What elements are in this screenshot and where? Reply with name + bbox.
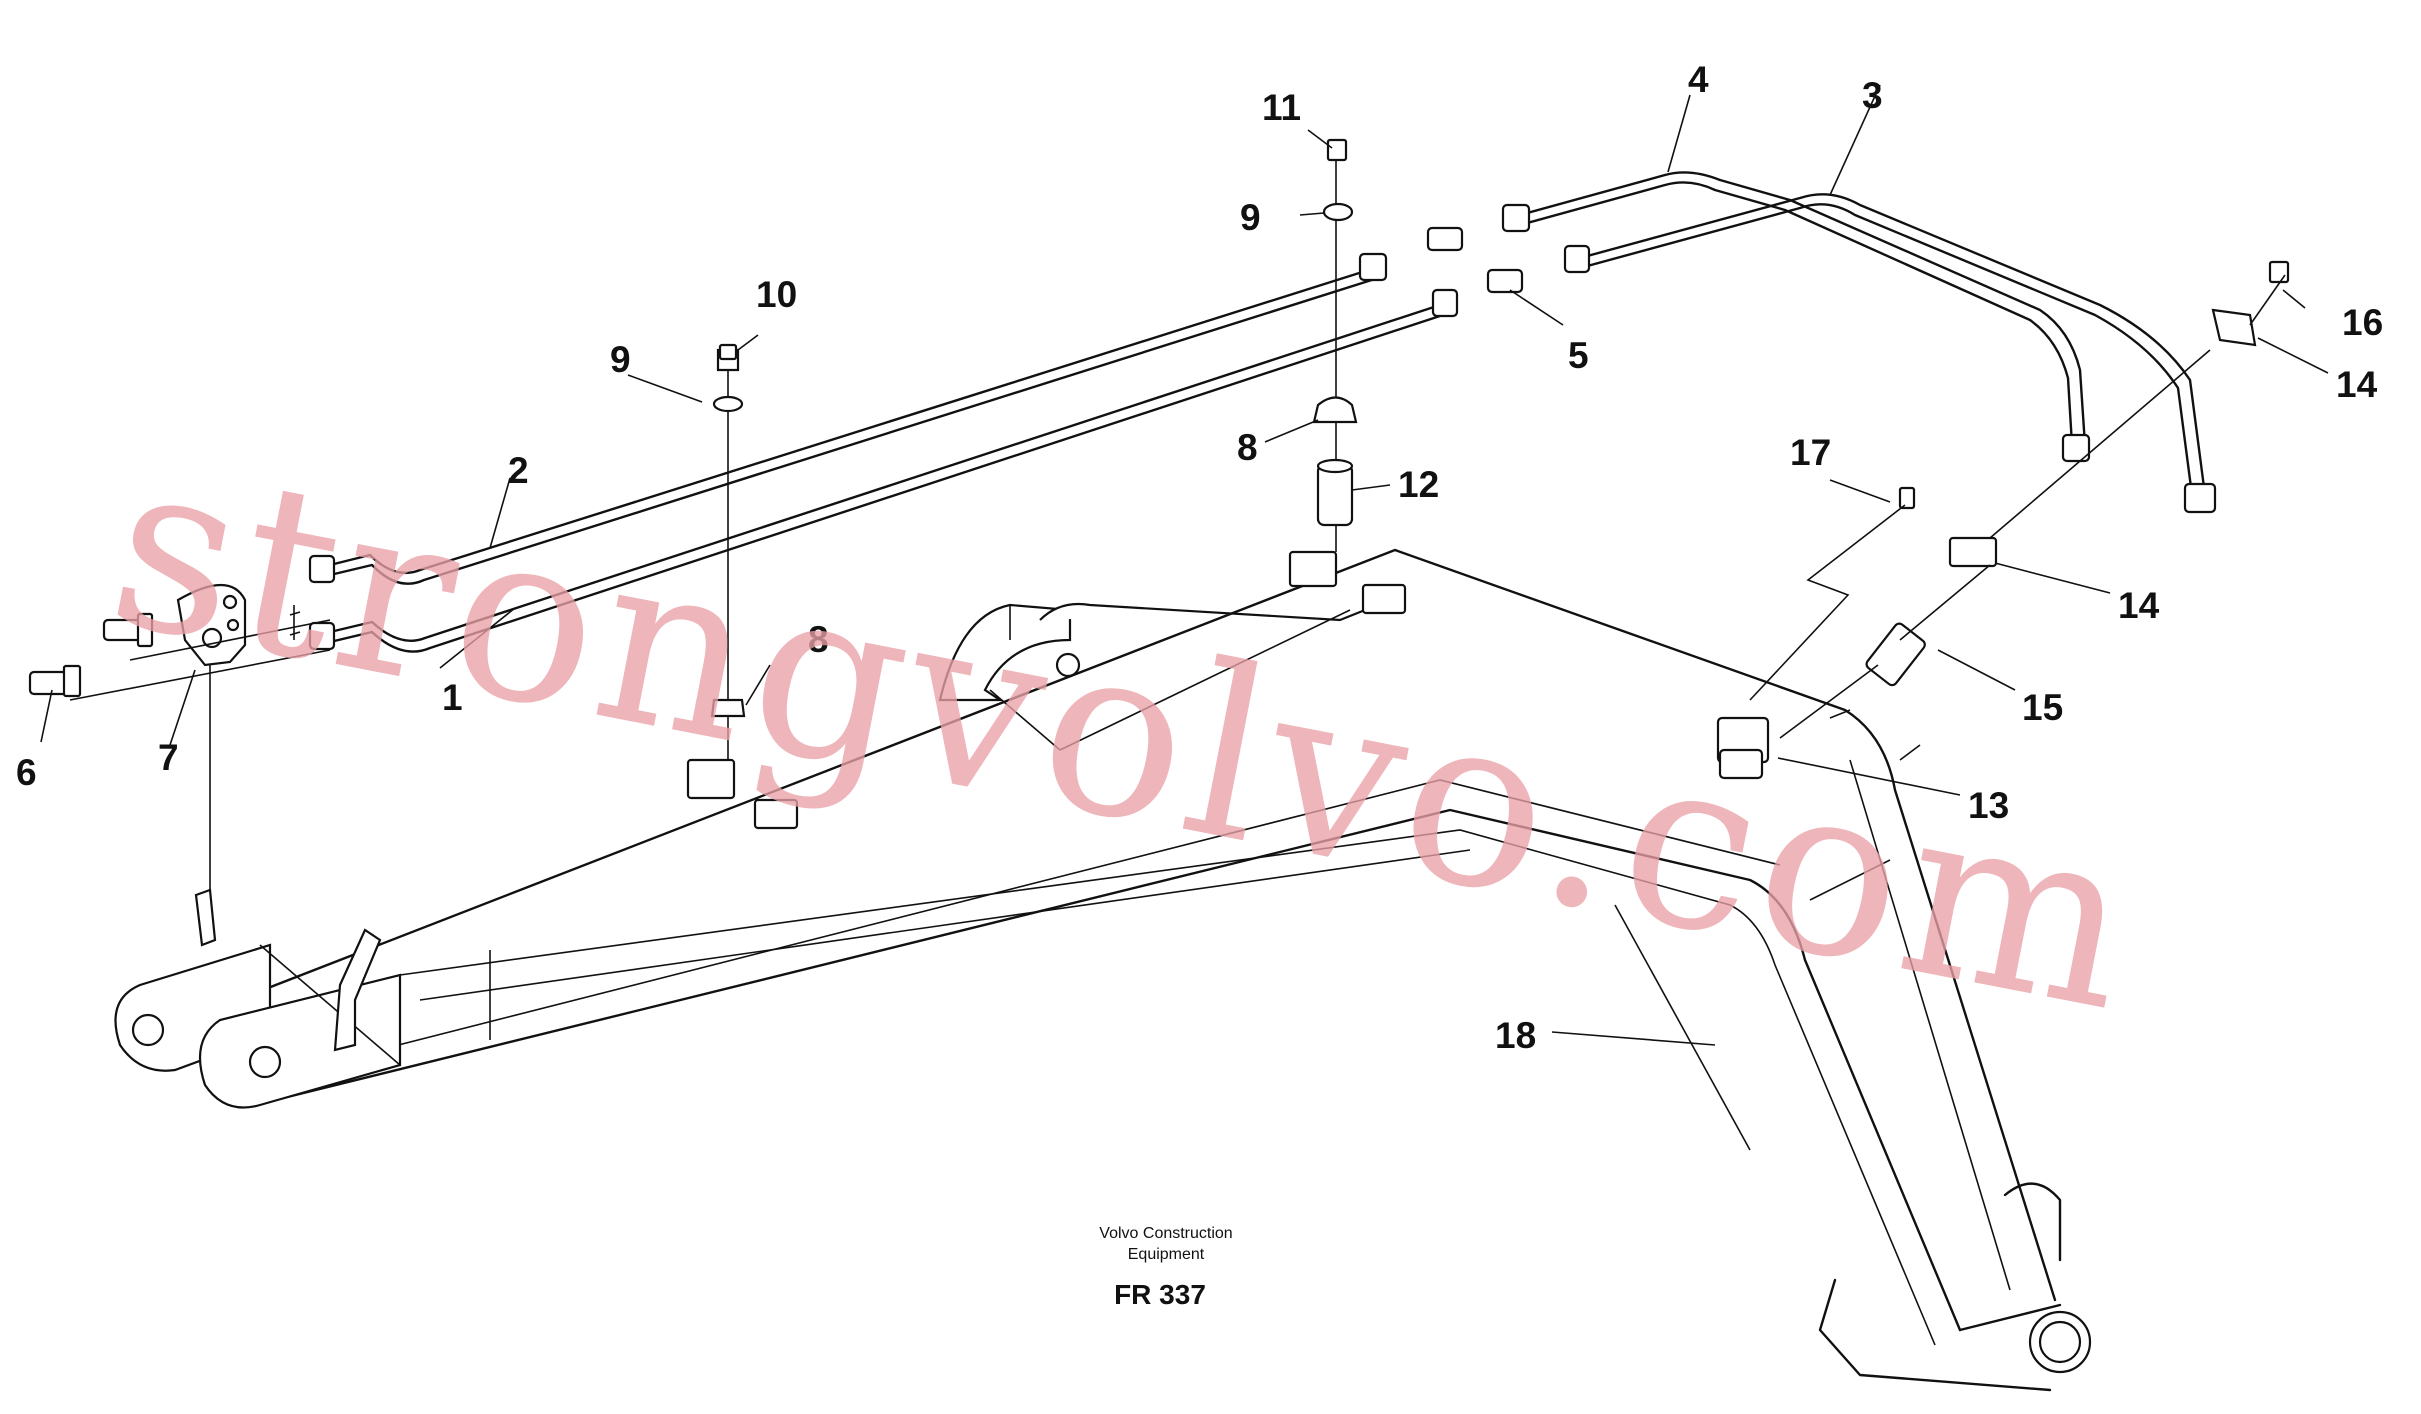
- callout-6: 6: [16, 752, 37, 793]
- callout-12: 12: [1398, 464, 1439, 505]
- callout-14-upper: 14: [2336, 364, 2378, 405]
- caption-line-2: Equipment: [1128, 1246, 1205, 1263]
- callout-16: 16: [2342, 302, 2383, 343]
- clamp-assemblies: [710, 138, 2290, 780]
- callout-11: 11: [1262, 87, 1301, 128]
- callout-1: 1: [442, 677, 463, 718]
- callout-10: 10: [756, 274, 797, 315]
- callout-9-center: 9: [1240, 197, 1261, 238]
- callout-17: 17: [1790, 432, 1831, 473]
- callout-labels: 1 2 3 4 5 6 7 8 8 9 9 10 11 12 13 14 14 …: [16, 59, 2383, 1056]
- leader-lines: [40, 84, 2329, 1046]
- caption-line-1: Volvo Construction: [1099, 1225, 1232, 1242]
- watermark: strongvolvo.com: [93, 406, 2158, 1065]
- caption: Volvo Construction Equipment FR 337: [1099, 1225, 1232, 1310]
- callout-4: 4: [1688, 59, 1709, 100]
- callout-15: 15: [2022, 687, 2063, 728]
- callout-13: 13: [1968, 785, 2009, 826]
- callout-2: 2: [508, 450, 529, 491]
- watermark-text: strongvolvo.com: [93, 406, 2158, 1065]
- callout-7: 7: [158, 737, 179, 778]
- callout-8-lower: 8: [808, 619, 829, 660]
- callout-5: 5: [1568, 335, 1589, 376]
- callout-18: 18: [1495, 1015, 1536, 1056]
- callout-3: 3: [1862, 75, 1883, 116]
- callout-9-left: 9: [610, 339, 631, 380]
- figure-code: FR 337: [1114, 1279, 1206, 1310]
- callout-14-lower: 14: [2118, 585, 2160, 626]
- boom-body: [114, 548, 2092, 1392]
- callout-8-upper: 8: [1237, 427, 1258, 468]
- hydraulic-pipes: [28, 171, 2217, 890]
